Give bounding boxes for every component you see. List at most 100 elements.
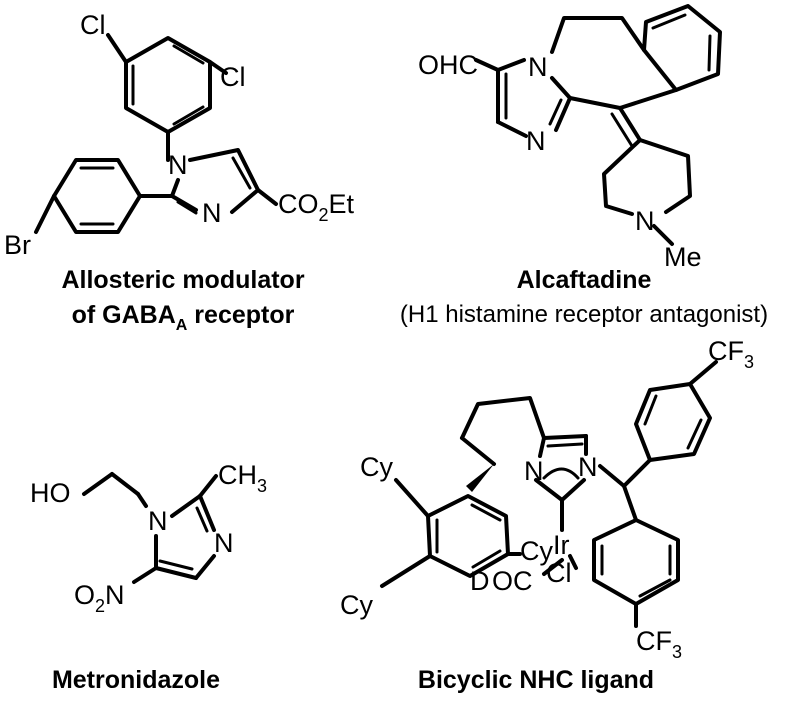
atom-n1: N xyxy=(168,150,188,180)
atom-cl-top: Cl xyxy=(80,10,106,40)
ester-bond xyxy=(256,188,278,206)
cy-bond xyxy=(380,554,432,588)
cy-bond xyxy=(394,478,430,518)
ring-bond xyxy=(554,96,572,132)
nhc-ligand-name: Bicyclic NHC ligand xyxy=(418,666,654,694)
ring-bond xyxy=(550,76,572,100)
atom-n-ring: N xyxy=(526,126,546,156)
atom-cy-top: Cy xyxy=(360,452,393,482)
atom-n-right: N xyxy=(578,452,598,482)
ring-bond xyxy=(496,58,526,72)
atom-ho: HO xyxy=(30,478,71,508)
atom-n-pip: N xyxy=(635,206,655,236)
atom-br: Br xyxy=(4,230,31,260)
pyrrolidine-bond xyxy=(460,436,496,466)
atom-n-left: N xyxy=(524,456,544,486)
aromatic-double-bond xyxy=(643,394,658,426)
carbene-delocalization-arc xyxy=(542,467,580,480)
imidazole-bond xyxy=(538,436,546,458)
c-cl-bond xyxy=(208,60,228,75)
aromatic-double-bond xyxy=(172,105,205,126)
atom-cy-mid: Cy xyxy=(520,536,553,566)
aryl-ring xyxy=(426,494,510,578)
aromatic-double-bond xyxy=(172,44,205,65)
chain-bond xyxy=(136,492,148,508)
cf3-bond xyxy=(688,360,718,386)
n-ch-bond xyxy=(598,464,626,488)
atom-cy-bottom: Cy xyxy=(340,590,373,620)
azepine-bonds xyxy=(550,16,646,54)
atom-no2: O2N xyxy=(74,580,125,616)
ir-cl-bond xyxy=(568,554,578,570)
c-br-bond xyxy=(34,194,56,234)
atom-cl-right: Cl xyxy=(220,62,246,92)
stereo-wedge xyxy=(466,464,494,492)
aromatic-double-bond xyxy=(471,549,502,569)
ring-bond xyxy=(170,494,202,518)
gaba-modulator-name-line2: of GABAA receptor xyxy=(72,301,295,334)
methyl-bond xyxy=(198,474,218,498)
imidazole-bond xyxy=(560,478,586,502)
ch-aryl-bond xyxy=(622,484,638,522)
atom-me: Me xyxy=(664,242,702,272)
c-cl-bond xyxy=(106,33,128,64)
imidazole-double-bond xyxy=(231,156,252,190)
alcaftadine-note: (H1 histamine receptor antagonist) xyxy=(400,301,768,328)
atom-ch3: CH3 xyxy=(218,460,267,496)
metronidazole-name: Metronidazole xyxy=(52,666,220,694)
exocyclic-double-bond xyxy=(618,106,642,142)
atom-d: D xyxy=(470,566,490,596)
nhc-ligand-structure: CF3 CF3 N N Cy Cy Cy Ir Cl OC D Bicyclic… xyxy=(340,336,754,694)
n-methyl-bond xyxy=(652,224,674,246)
gaba-modulator-structure: Cl Cl N N CO2Et Br Allosteric modulator … xyxy=(4,10,355,334)
atom-ir: Ir xyxy=(553,530,570,560)
aryl-bond xyxy=(618,88,678,110)
cf3-phenyl-bottom xyxy=(592,518,680,606)
aromatic-double-bond xyxy=(470,503,502,522)
azepine-bond xyxy=(568,96,622,110)
aromatic-double-bond xyxy=(638,578,672,598)
atom-co2et: CO2Et xyxy=(278,189,355,225)
chain-bond xyxy=(110,472,140,496)
ring-bond xyxy=(198,494,216,532)
atom-oc: OC xyxy=(492,566,533,596)
ring-bond xyxy=(496,120,528,138)
ring-double-bond xyxy=(548,98,563,126)
ho-bond xyxy=(82,472,114,496)
alcaftadine-name: Alcaftadine xyxy=(517,266,652,294)
aromatic-double-bond xyxy=(707,34,712,72)
bromophenyl-ring xyxy=(52,158,142,234)
ir-co-bond xyxy=(542,558,564,576)
piperidine-bonds xyxy=(602,138,642,216)
ch-aryl-bond xyxy=(622,458,652,488)
aromatic-double-bond xyxy=(651,13,687,30)
atom-n-bridge: N xyxy=(528,52,548,82)
atom-cl: Cl xyxy=(546,558,572,588)
cho-bond xyxy=(474,58,500,72)
gaba-modulator-name: Allosteric modulator xyxy=(61,266,304,294)
imidazole-bonds xyxy=(188,148,260,214)
atom-n1: N xyxy=(148,506,168,536)
pyrrolidine-bonds xyxy=(460,396,546,440)
piperidine-bonds xyxy=(638,138,692,214)
ring-bond xyxy=(194,554,216,580)
metronidazole-structure: HO N N CH3 O2N Metronidazole xyxy=(30,460,267,694)
atom-cf3-bottom: CF3 xyxy=(636,626,682,662)
imidazole-bond xyxy=(534,478,564,502)
imidazole-double-bond xyxy=(176,200,198,215)
imidazole-bond xyxy=(542,434,588,440)
atom-n3: N xyxy=(202,198,222,228)
atom-n3: N xyxy=(214,528,234,558)
ring-bond xyxy=(154,566,198,580)
ring-double-bond xyxy=(195,506,209,533)
nitro-bond xyxy=(132,566,158,584)
exocyclic-double-bond-2 xyxy=(610,112,634,148)
atom-ohc: OHC xyxy=(418,50,478,80)
aromatic-double-bond xyxy=(686,418,703,450)
imidazole-double-bond xyxy=(546,442,584,448)
ring-double-bond xyxy=(158,559,194,571)
alcaftadine-structure: OHC N N N Me Alcaftadine (H1 histamine r… xyxy=(400,4,768,328)
atom-cf3-top: CF3 xyxy=(708,336,754,372)
